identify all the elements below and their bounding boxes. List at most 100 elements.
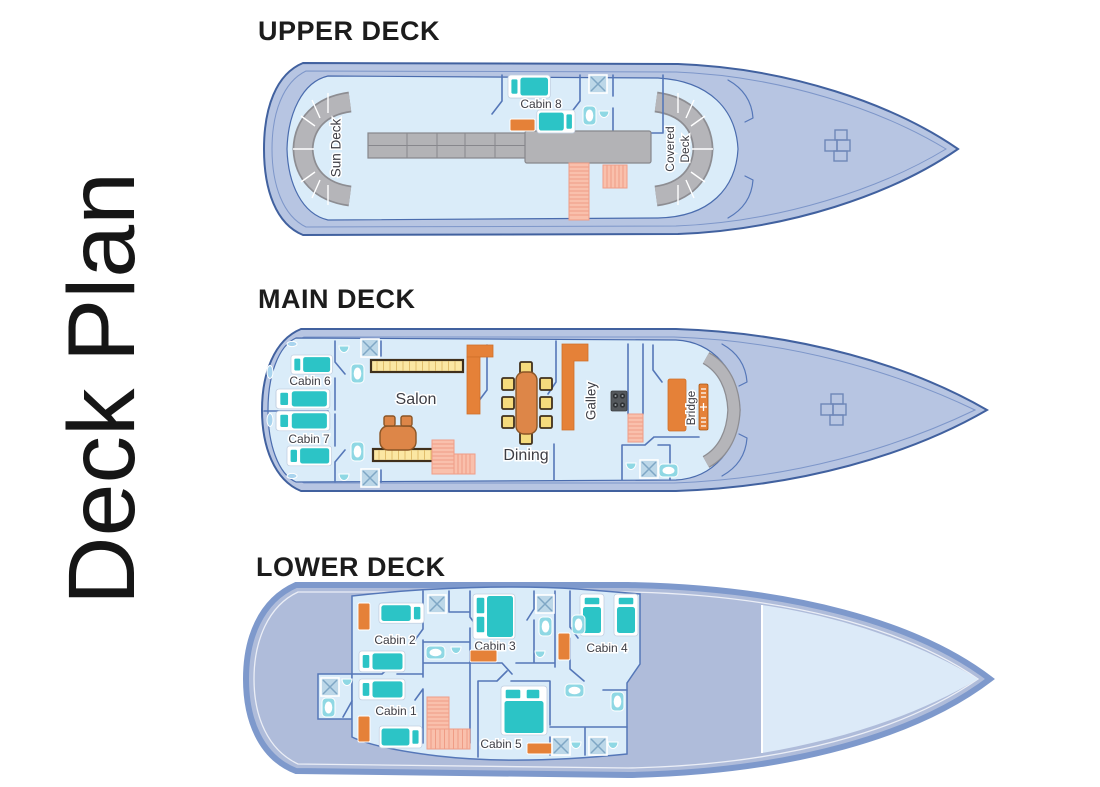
dresser: [357, 602, 371, 631]
sink-icon: [538, 616, 553, 637]
bed-icon: [613, 593, 639, 637]
sideboard: [466, 344, 494, 358]
chair: [501, 377, 515, 391]
cabin-1-label: Cabin 1: [375, 704, 417, 718]
window-icon: [286, 472, 298, 480]
upper-walls: [491, 74, 664, 134]
galley-label: Galley: [584, 382, 599, 421]
sun-deck: Sun Deck: [292, 91, 352, 207]
covered-deck: Covered Deck: [654, 91, 714, 207]
sink-icon: [425, 645, 446, 660]
dresser: [557, 632, 571, 661]
salon-stairs: [431, 439, 476, 475]
dining-table: [515, 371, 538, 435]
chair: [400, 415, 413, 427]
main-deck-heading: MAIN DECK: [258, 284, 416, 314]
main-deck-diagram: Cabin 6 Cabin 7: [260, 328, 989, 492]
window-icon: [266, 365, 274, 379]
stairwell: [426, 696, 471, 750]
galley: Galley: [561, 343, 628, 431]
shower-icon: [551, 736, 571, 756]
cabin-7: Cabin 7: [275, 410, 333, 467]
window-icon: [286, 340, 298, 348]
bed-icon: [358, 678, 406, 701]
dresser: [509, 118, 536, 132]
cabin-4: Cabin 4: [557, 593, 639, 661]
cabin-7-label: Cabin 7: [288, 432, 330, 446]
lower-deck-heading: LOWER DECK: [256, 552, 446, 582]
walkway-stairs: [568, 162, 628, 221]
window-icon: [266, 413, 274, 427]
bow-compartment: [762, 605, 978, 753]
sink-icon: [350, 441, 365, 462]
upper-deck-diagram: Sun Deck Covered Deck Cabin 8: [262, 61, 960, 237]
bow-deck-lines: [727, 79, 754, 219]
cabin-8: Cabin 8: [507, 74, 576, 134]
coffee-table: [379, 425, 417, 451]
stove-icon: [610, 390, 628, 412]
sink-icon: [582, 105, 597, 126]
chair: [383, 415, 396, 427]
sink-icon: [564, 683, 585, 698]
bed-icon: [507, 74, 552, 99]
shower-icon: [360, 468, 380, 488]
upper-hull-inner-line: [271, 70, 947, 228]
bed-icon: [290, 354, 334, 375]
bed-icon: [275, 388, 331, 410]
sink-icon: [610, 691, 625, 712]
shower-icon: [535, 594, 555, 614]
bed-icon: [378, 725, 423, 749]
chair: [501, 415, 515, 429]
lower-hull-inner-line: [253, 591, 980, 769]
bed-icon: [536, 109, 576, 134]
cabin-2: Cabin 2: [357, 594, 462, 673]
page-title: Deck Plan: [12, 162, 192, 614]
sofa: [369, 358, 465, 374]
cabin-5: Cabin 5: [479, 685, 554, 755]
dresser: [357, 715, 371, 743]
chair: [539, 396, 553, 410]
sideboard: [466, 356, 481, 415]
bed-icon: [275, 410, 331, 432]
cabin-5-label: Cabin 5: [480, 737, 522, 751]
cabin-windows: [266, 340, 298, 480]
bridge-windshield: [702, 352, 741, 468]
cabin-1: Cabin 1: [357, 678, 423, 749]
lower-deck-interior: [351, 586, 641, 761]
lower-deck-diagram: Cabin 2 Cabin 1 Cabin 3: [242, 582, 995, 779]
bridge-label: Bridge: [684, 390, 698, 425]
main-walls: [263, 340, 700, 483]
dining: Dining: [501, 361, 553, 466]
bridge-console: [667, 378, 687, 432]
chair: [539, 377, 553, 391]
sink-icon: [350, 363, 365, 384]
helm-station: [698, 383, 709, 431]
upper-deck-heading: UPPER DECK: [258, 16, 441, 46]
sun-bench: [367, 132, 529, 159]
cabin-4-label: Cabin 4: [586, 641, 628, 655]
bed-icon: [286, 445, 333, 467]
shower-icon: [320, 677, 340, 697]
bridge: Bridge: [667, 378, 709, 432]
salon-label: Salon: [396, 391, 437, 408]
bed-icon: [378, 602, 425, 624]
cabin-3: Cabin 3: [469, 593, 555, 663]
page-title-text: Deck Plan: [48, 171, 155, 605]
dining-label: Dining: [503, 447, 548, 464]
shower-icon: [588, 74, 608, 94]
corridor-stairs: [627, 413, 644, 443]
galley-counter: [561, 343, 589, 431]
chair: [539, 415, 553, 429]
covered-deck-label-line2: Deck: [678, 134, 692, 162]
salon: Salon: [369, 344, 494, 463]
bow-deck-lines: [721, 343, 748, 477]
cabin-2-label: Cabin 2: [374, 633, 416, 647]
sink-icon: [658, 463, 679, 478]
dresser: [526, 742, 554, 755]
covered-deck-label-line1: Covered: [663, 126, 677, 171]
sink-icon: [321, 697, 336, 718]
chair: [501, 396, 515, 410]
sun-deck-label: Sun Deck: [329, 118, 344, 177]
bed-icon: [358, 650, 406, 673]
